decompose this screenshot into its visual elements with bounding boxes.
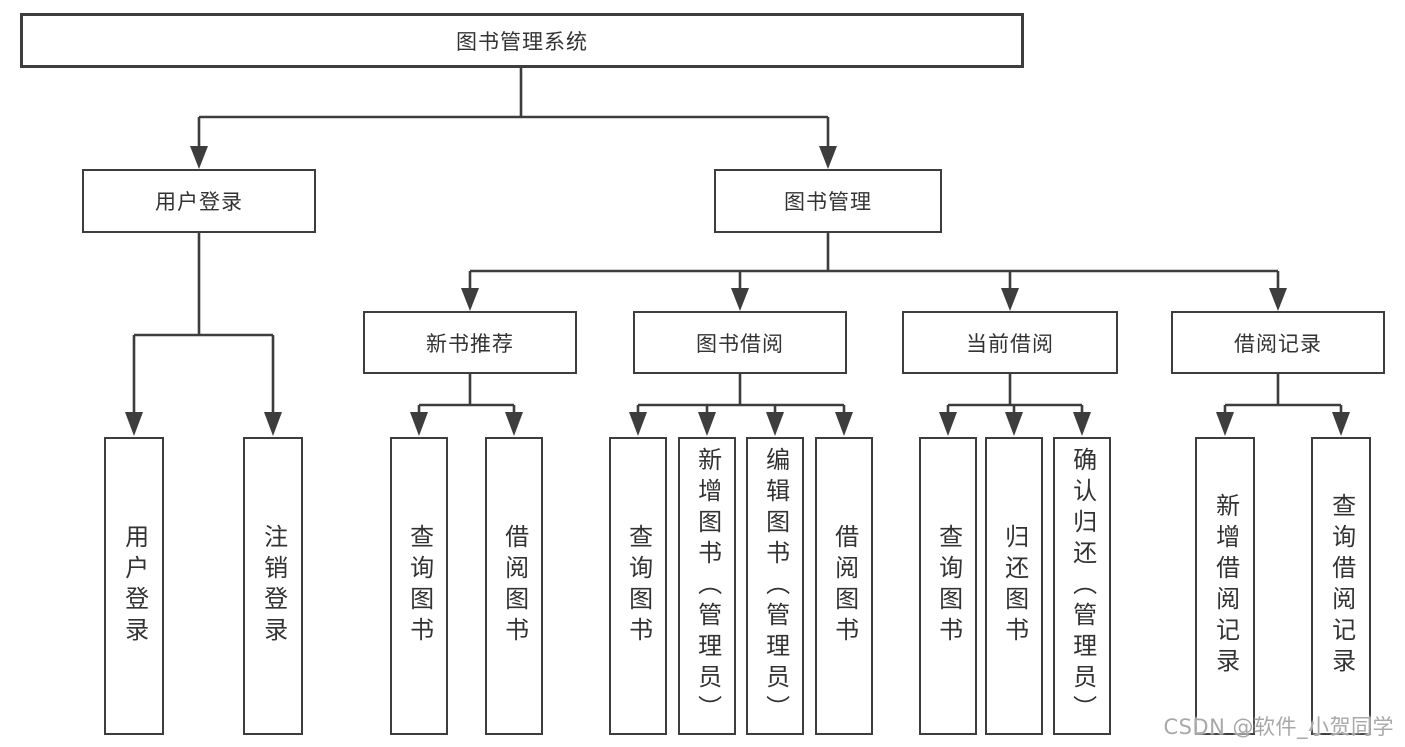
arrow-icon: [731, 288, 749, 311]
leaf-query-books-2-label: 查询图书: [624, 524, 653, 648]
node-borrow-records-label: 借阅记录: [1234, 331, 1322, 356]
leaf-confirm-return-admin: 确认归还（管理员）: [1053, 437, 1111, 735]
leaf-query-borrow-record: 查询借阅记录: [1311, 437, 1371, 735]
leaf-query-books-label: 查询图书: [405, 524, 434, 648]
arrow-icon: [410, 412, 428, 436]
leaf-query-books: 查询图书: [390, 437, 448, 735]
node-root-label: 图书管理系统: [456, 29, 588, 54]
arrow-icon: [819, 146, 837, 169]
arrow-icon: [461, 288, 479, 311]
connector-borrow-records-to-leaves: [1223, 374, 1343, 416]
arrow-icon: [698, 412, 716, 436]
node-borrow-records: 借阅记录: [1171, 311, 1385, 374]
leaf-return-book: 归还图书: [985, 437, 1043, 735]
leaf-borrow-books: 借阅图书: [485, 437, 543, 735]
node-root: 图书管理系统: [20, 13, 1024, 68]
arrow-icon: [1073, 412, 1091, 436]
arrow-icon: [264, 412, 282, 436]
leaf-user-login-label: 用户登录: [120, 524, 149, 648]
leaf-add-book-admin: 新增图书（管理员）: [678, 437, 736, 735]
leaf-logout-label: 注销登录: [259, 524, 288, 648]
arrow-icon: [1216, 412, 1234, 436]
arrow-icon: [629, 412, 647, 436]
leaf-add-book-admin-label: 新增图书（管理员）: [693, 446, 722, 726]
leaf-add-borrow-record: 新增借阅记录: [1195, 437, 1255, 735]
arrow-icon: [1001, 288, 1019, 311]
node-book-management-label: 图书管理: [784, 190, 872, 214]
leaf-query-books-3: 查询图书: [919, 437, 977, 735]
connector-root-to-level2: [197, 68, 830, 150]
node-current-borrow: 当前借阅: [902, 311, 1118, 374]
connector-book-management-to-level3: [468, 233, 1280, 292]
leaf-add-borrow-record-label: 新增借阅记录: [1211, 493, 1240, 679]
connector-new-book-to-leaves: [417, 374, 516, 416]
arrow-icon: [766, 412, 784, 436]
arrow-icon: [939, 412, 957, 436]
arrow-icon: [1269, 288, 1287, 311]
connector-book-borrow-to-leaves: [636, 374, 846, 416]
arrow-icon: [1332, 412, 1350, 436]
leaf-query-books-3-label: 查询图书: [934, 524, 963, 648]
leaf-user-login: 用户登录: [104, 437, 164, 735]
leaf-return-book-label: 归还图书: [1000, 524, 1029, 648]
arrow-icon: [190, 146, 208, 169]
leaf-borrow-books-2-label: 借阅图书: [830, 524, 859, 648]
connector-current-borrow-to-leaves: [946, 374, 1084, 416]
node-current-borrow-label: 当前借阅: [966, 331, 1054, 356]
leaf-borrow-books-label: 借阅图书: [500, 524, 529, 648]
node-book-borrow-label: 图书借阅: [696, 331, 784, 356]
node-new-book-recommend: 新书推荐: [363, 311, 577, 374]
leaf-logout: 注销登录: [243, 437, 303, 735]
arrow-icon: [505, 412, 523, 436]
leaf-edit-book-admin: 编辑图书（管理员）: [746, 437, 804, 735]
arrow-icon: [835, 412, 853, 436]
watermark: CSDN @软件_小贺同学: [1163, 715, 1394, 739]
node-new-book-recommend-label: 新书推荐: [426, 331, 514, 356]
arrow-icon: [125, 412, 143, 436]
leaf-query-borrow-record-label: 查询借阅记录: [1327, 493, 1356, 679]
leaf-query-books-2: 查询图书: [609, 437, 667, 735]
node-user-login-label: 用户登录: [155, 190, 243, 214]
arrow-icon: [1005, 412, 1023, 436]
node-book-management: 图书管理: [714, 169, 942, 233]
leaf-edit-book-admin-label: 编辑图书（管理员）: [761, 446, 790, 726]
node-book-borrow: 图书借阅: [633, 311, 847, 374]
connector-user-login-to-leaves: [132, 233, 275, 416]
leaf-borrow-books-2: 借阅图书: [815, 437, 873, 735]
leaf-confirm-return-admin-label: 确认归还（管理员）: [1068, 446, 1097, 726]
node-user-login: 用户登录: [82, 169, 316, 233]
